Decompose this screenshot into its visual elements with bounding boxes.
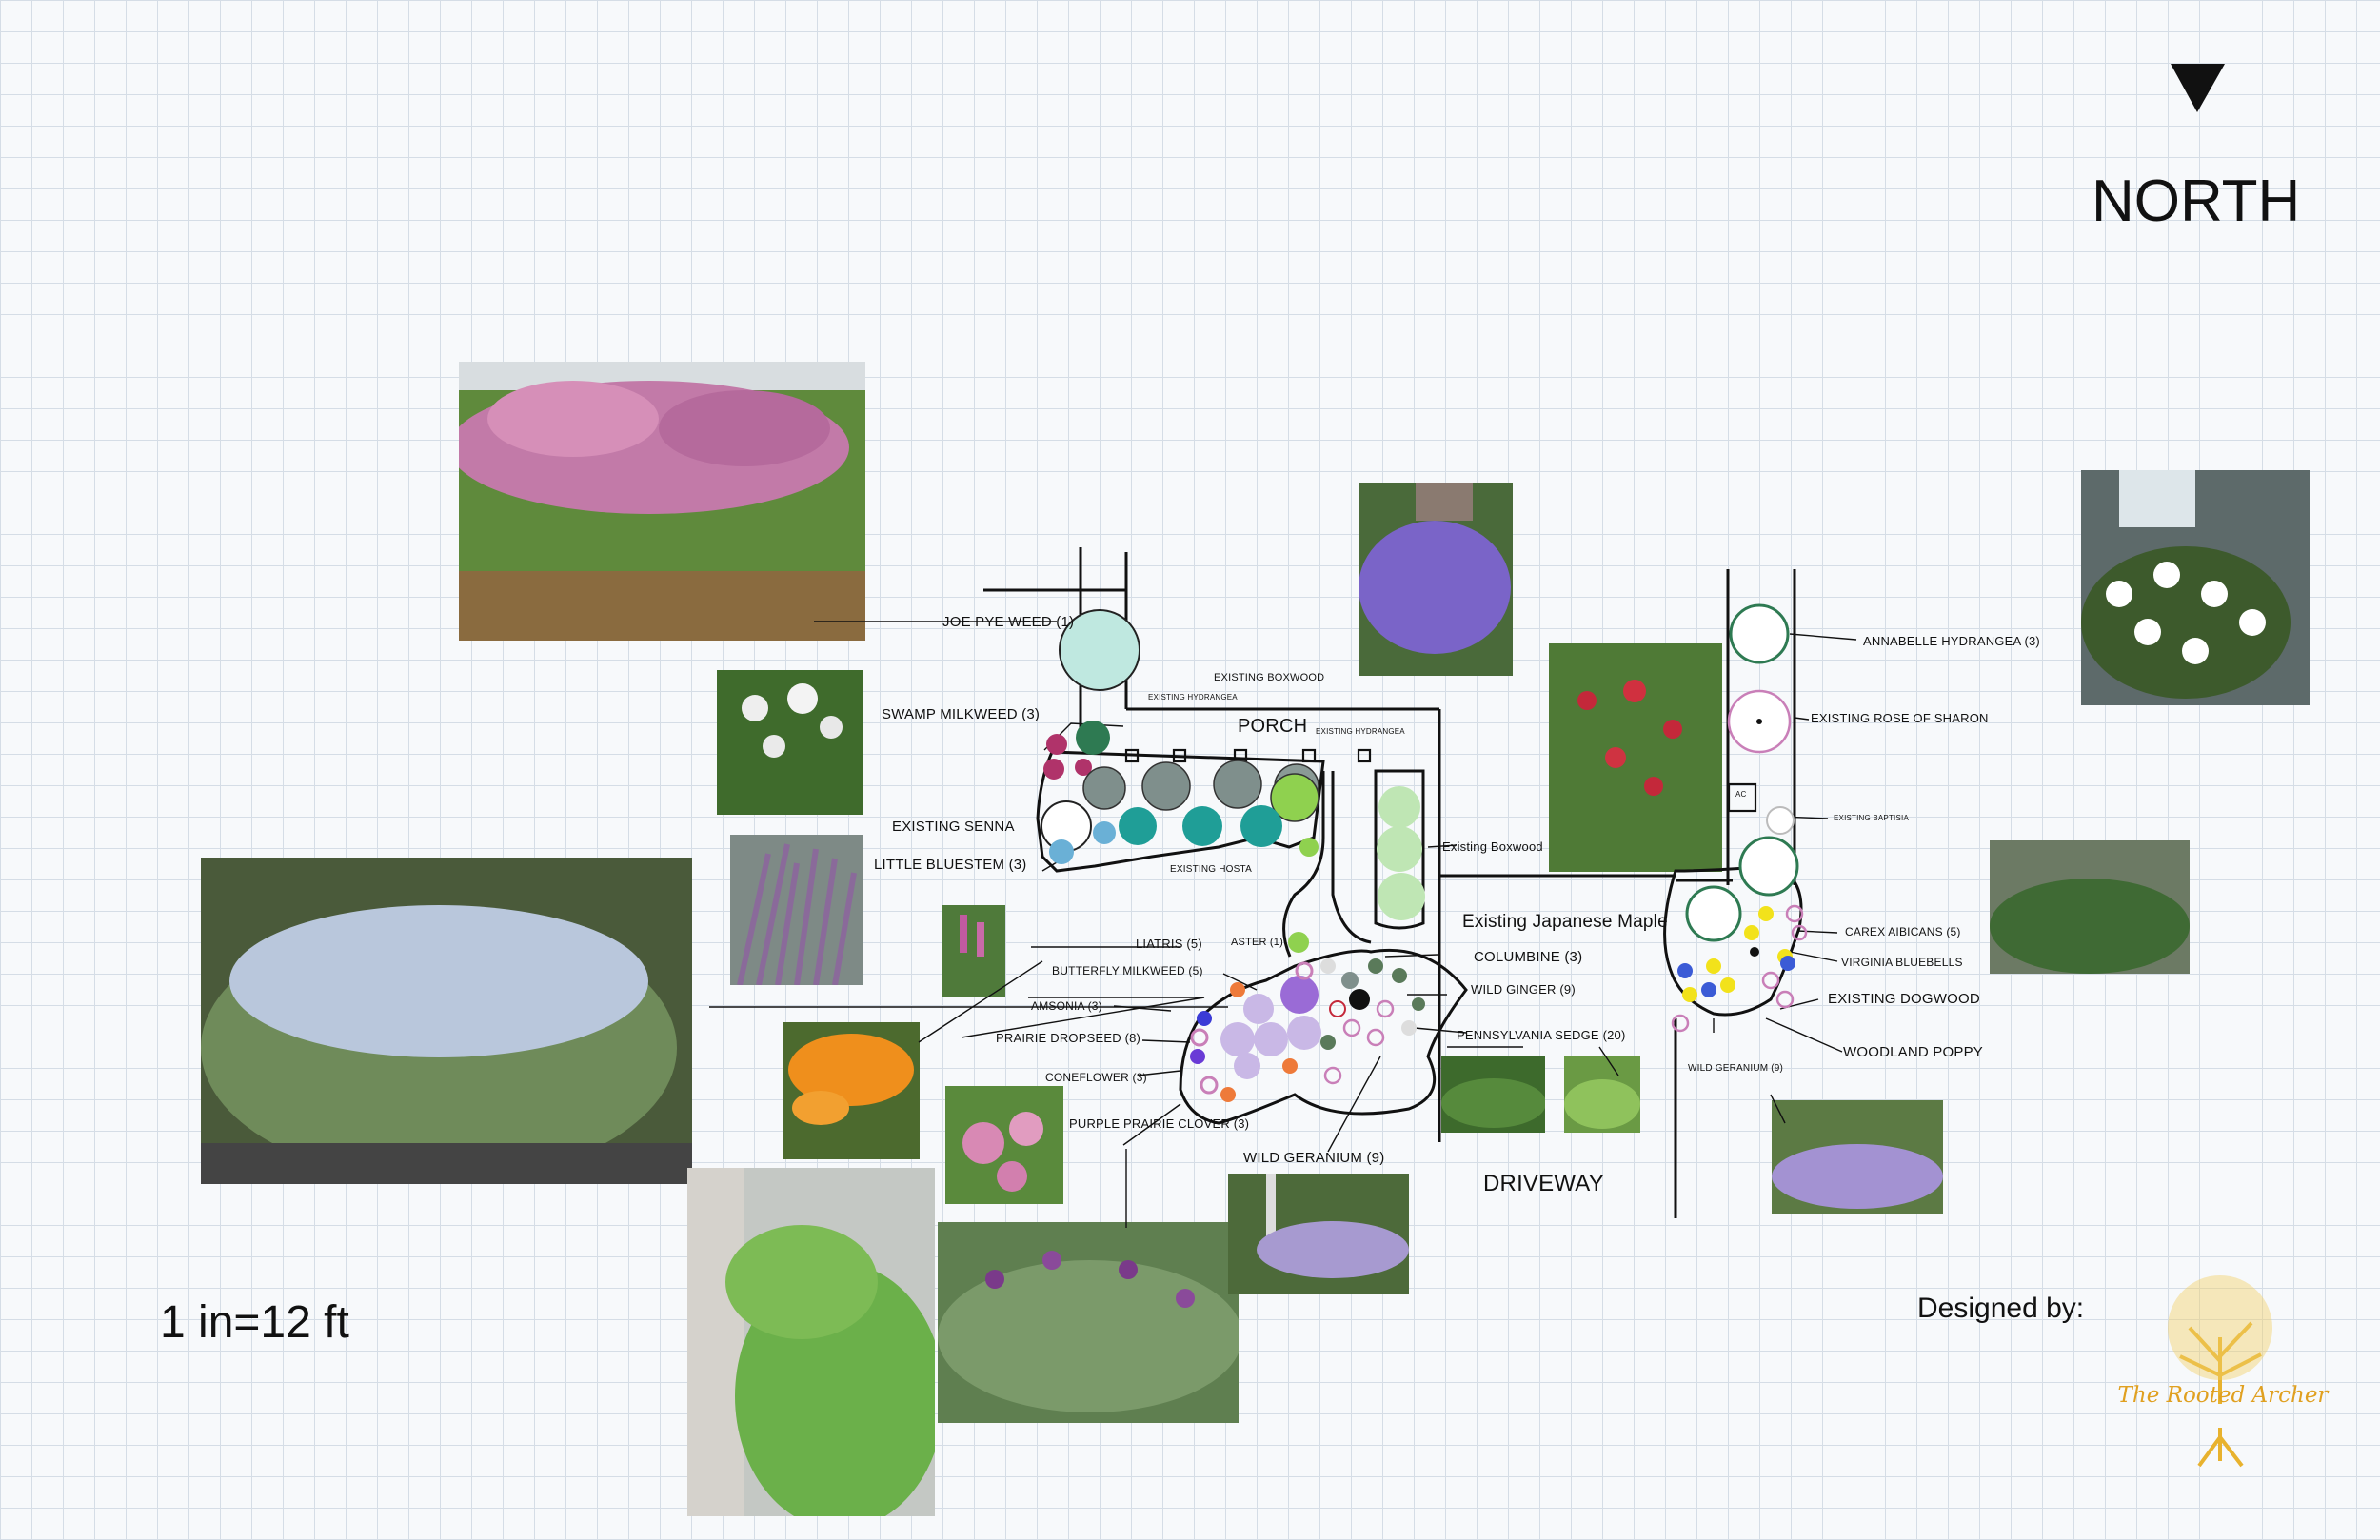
label-ac: AC bbox=[1735, 790, 1747, 799]
label-existing-boxwood-top: EXISTING BOXWOOD bbox=[1214, 672, 1325, 683]
label-existing-rose-of-sharon: EXISTING ROSE OF SHARON bbox=[1811, 711, 1989, 725]
label-existing-hydrangea-1: EXISTING HYDRANGEA bbox=[1148, 693, 1238, 701]
label-wild-geranium-side: WILD GERANIUM (9) bbox=[1688, 1063, 1784, 1074]
photo-wild-ginger bbox=[1441, 1056, 1545, 1133]
label-prairie-dropseed: PRAIRIE DROPSEED (8) bbox=[996, 1031, 1141, 1045]
north-arrow-icon bbox=[2171, 64, 2225, 112]
photo-little-bluestem bbox=[730, 835, 863, 985]
photo-wild-geranium-main bbox=[1228, 1174, 1409, 1294]
label-little-bluestem: LITTLE BLUESTEM (3) bbox=[874, 857, 1027, 873]
label-amsonia: AMSONIA (3) bbox=[1031, 999, 1102, 1013]
photo-swamp-milkweed bbox=[717, 670, 863, 815]
photo-purple-prairie-clover bbox=[938, 1222, 1239, 1423]
photo-amsonia bbox=[201, 858, 692, 1184]
tree-logo-icon bbox=[2168, 1275, 2272, 1468]
designed-by-label: Designed by: bbox=[1917, 1293, 2085, 1324]
label-liatris: LIATRIS (5) bbox=[1136, 937, 1202, 951]
label-carex-albicans: CAREX AIBICANS (5) bbox=[1845, 925, 1961, 938]
photo-pennsylvania-sedge bbox=[1564, 1056, 1640, 1133]
label-existing-boxwood-side: Existing Boxwood bbox=[1442, 839, 1543, 854]
label-existing-hosta: EXISTING HOSTA bbox=[1170, 864, 1252, 875]
label-butterfly-milkweed: BUTTERFLY MILKWEED (5) bbox=[1052, 964, 1203, 977]
photo-columbine bbox=[1549, 643, 1722, 872]
label-existing-senna: EXISTING SENNA bbox=[892, 819, 1015, 835]
photo-wild-geranium-side bbox=[1772, 1100, 1943, 1214]
label-existing-baptisia: EXISTING BAPTISIA bbox=[1834, 814, 1909, 822]
photo-liatris bbox=[942, 905, 1005, 997]
scale-label: 1 in=12 ft bbox=[160, 1297, 349, 1348]
label-coneflower: CONEFLOWER (3) bbox=[1045, 1071, 1147, 1084]
label-wild-geranium-main: WILD GERANIUM (9) bbox=[1243, 1150, 1385, 1166]
photo-joe-pye-weed bbox=[459, 362, 865, 641]
label-pennsylvania-sedge: PENNSYLVANIA SEDGE (20) bbox=[1457, 1028, 1626, 1042]
photo-carex-albicans bbox=[1990, 840, 2190, 974]
photo-butterfly-milkweed bbox=[783, 1022, 920, 1159]
logo: The Rooted Archer bbox=[2118, 1271, 2328, 1475]
photo-aster bbox=[1359, 483, 1513, 676]
photo-annabelle-hydrangea bbox=[2081, 470, 2310, 705]
label-aster: ASTER (1) bbox=[1231, 937, 1283, 948]
label-swamp-milkweed: SWAMP MILKWEED (3) bbox=[882, 706, 1041, 722]
label-existing-japanese-maple: Existing Japanese Maple bbox=[1462, 912, 1668, 932]
label-woodland-poppy: WOODLAND POPPY bbox=[1843, 1044, 1983, 1060]
label-columbine: COLUMBINE (3) bbox=[1474, 949, 1583, 965]
label-purple-prairie-clover: PURPLE PRAIRIE CLOVER (3) bbox=[1069, 1116, 1250, 1131]
porch-label: PORCH bbox=[1238, 716, 1308, 737]
photo-coneflower bbox=[945, 1086, 1063, 1204]
driveway-label: DRIVEWAY bbox=[1483, 1171, 1604, 1196]
photo-prairie-dropseed bbox=[687, 1168, 935, 1516]
label-virginia-bluebells: VIRGINIA BLUEBELLS bbox=[1841, 956, 1963, 969]
label-wild-ginger: WILD GINGER (9) bbox=[1471, 982, 1576, 997]
label-existing-dogwood: EXISTING DOGWOOD bbox=[1828, 991, 1980, 1007]
logo-text: The Rooted Archer bbox=[2117, 1383, 2329, 1408]
label-joe-pye-weed: JOE PYE WEED (1) bbox=[942, 614, 1075, 630]
label-existing-hydrangea-2: EXISTING HYDRANGEA bbox=[1316, 727, 1405, 736]
label-annabelle-hydrangea: ANNABELLE HYDRANGEA (3) bbox=[1863, 634, 2040, 648]
north-label: NORTH bbox=[2092, 168, 2301, 234]
